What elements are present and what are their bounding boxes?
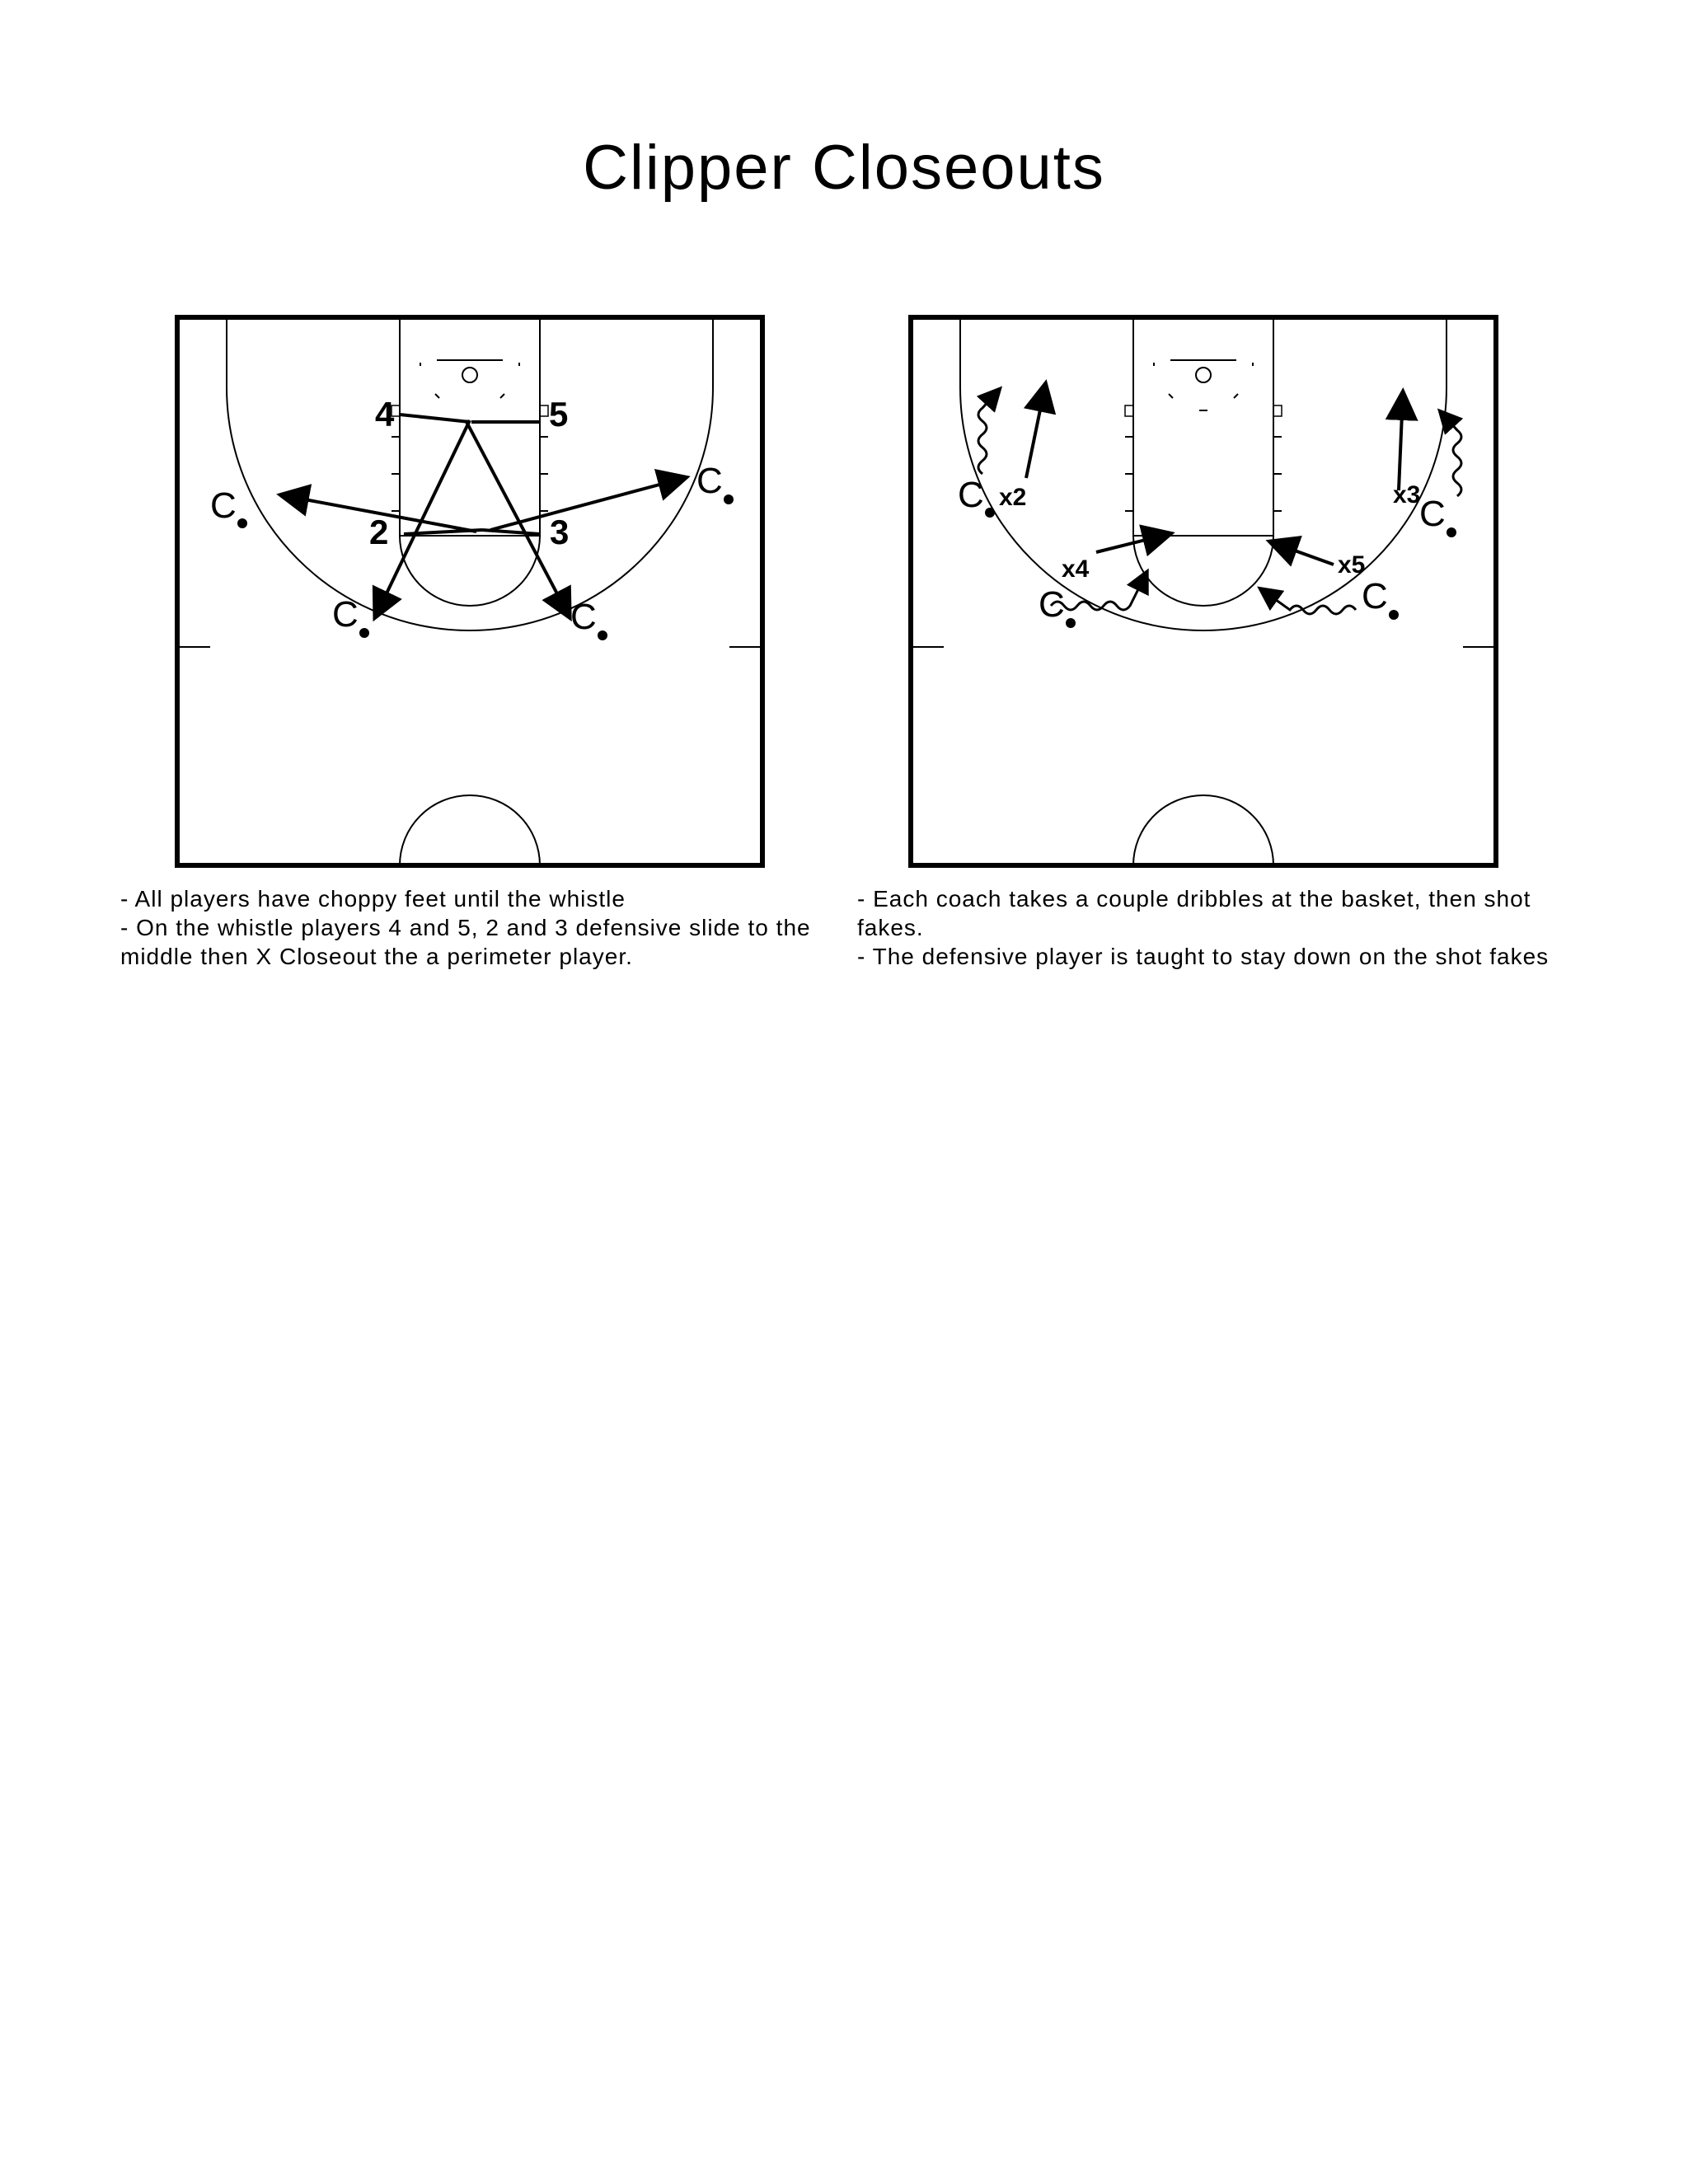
coaches: C C C C xyxy=(958,475,1456,628)
coaches: C C C C xyxy=(210,461,734,640)
arrow-x4 xyxy=(1095,524,1175,557)
dribble-x4-coach xyxy=(1049,568,1149,612)
note-item: - The defensive player is taught to stay… xyxy=(857,944,1550,969)
svg-text:C: C xyxy=(210,485,237,526)
player-4: 4 xyxy=(375,395,395,434)
note-item: - On the whistle players 4 and 5, 2 and … xyxy=(120,915,811,969)
player-3: 3 xyxy=(550,513,569,551)
closeout-arrows xyxy=(1023,379,1418,567)
notes-right: - Each coach takes a couple dribbles at … xyxy=(857,884,1550,971)
svg-text:C: C xyxy=(1039,584,1065,625)
svg-text:C: C xyxy=(696,461,723,501)
coach-left-wing: C xyxy=(958,475,995,518)
arrow-x5 xyxy=(1265,536,1334,567)
coach-right-wing: C xyxy=(696,461,734,504)
svg-text:C: C xyxy=(1419,494,1446,534)
dribble-x2-coach xyxy=(976,386,1003,476)
court-lines xyxy=(908,315,1498,868)
svg-text:C: C xyxy=(958,475,984,515)
player-2: 2 xyxy=(369,513,388,551)
arrow-x3 xyxy=(1385,387,1418,491)
court-diagram-left: 4 5 2 3 C C C C xyxy=(175,315,765,868)
coach-right-corner: C xyxy=(1362,576,1399,620)
page-title: Clipper Closeouts xyxy=(583,133,1105,203)
defender-x4: x4 xyxy=(1062,555,1090,583)
court-diagram-right: x2 x3 x4 x5 C C C C xyxy=(908,315,1498,868)
arrow-x2 xyxy=(1023,379,1057,479)
note-item: - All players have choppy feet until the… xyxy=(120,886,626,912)
arrow-4-to-corner xyxy=(372,419,471,622)
dribble-x5-coach xyxy=(1257,586,1357,616)
notes-left: - All players have choppy feet until the… xyxy=(120,884,837,971)
note-item: - Each coach takes a couple dribbles at … xyxy=(857,886,1531,940)
coach-right-wing: C xyxy=(1419,494,1456,537)
svg-text:C: C xyxy=(332,594,359,635)
coach-left-corner: C xyxy=(332,594,369,638)
coach-left-wing: C xyxy=(210,485,247,528)
coach-left-corner: C xyxy=(1039,584,1076,628)
svg-text:C: C xyxy=(570,597,597,637)
player-5: 5 xyxy=(549,395,568,434)
players: 4 5 2 3 xyxy=(369,395,569,551)
svg-text:C: C xyxy=(1362,576,1388,616)
closeout-arrows xyxy=(276,419,691,622)
arrow-2-to-wing xyxy=(276,484,477,533)
defenders: x2 x3 x4 x5 xyxy=(999,481,1420,583)
court-lines xyxy=(175,315,765,868)
arrow-5-to-corner xyxy=(464,419,572,622)
slide-lines xyxy=(399,413,541,536)
coach-right-corner: C xyxy=(570,597,607,640)
arrow-3-to-wing xyxy=(490,468,691,532)
defender-x3: x3 xyxy=(1393,481,1420,509)
dribble-x3-coach xyxy=(1437,408,1464,498)
defender-x5: x5 xyxy=(1338,551,1365,579)
defender-x2: x2 xyxy=(999,484,1026,511)
dribble-paths xyxy=(976,386,1464,616)
